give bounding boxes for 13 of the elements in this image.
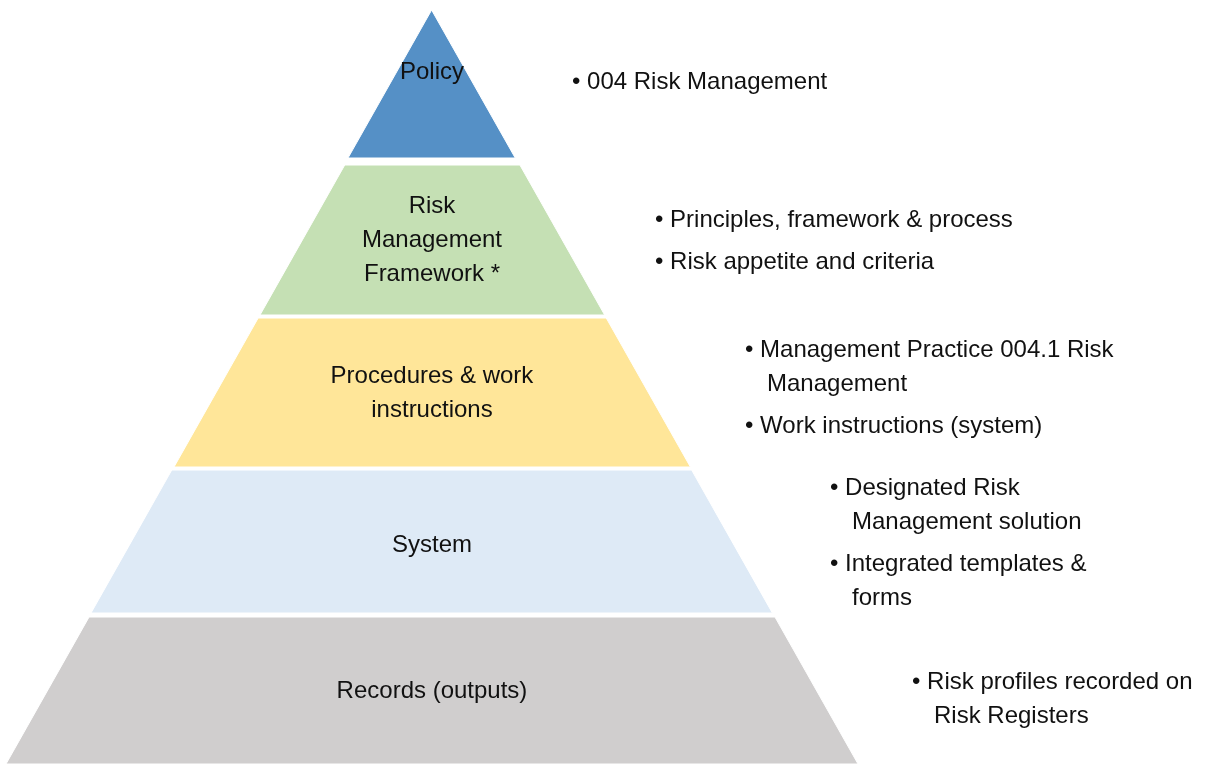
bullet-point: • Designated Risk Management solution	[830, 472, 1083, 536]
bullet-point: • 004 Risk Management	[572, 66, 829, 96]
bullet-point: • Integrated templates & forms	[830, 548, 1088, 612]
bullet-point: • Management Practice 004.1 Risk Management	[745, 334, 1115, 398]
tier-label: Records (outputs)	[335, 675, 529, 705]
tier-label: System	[390, 529, 473, 559]
tier-label: Risk Management Framework *	[360, 190, 504, 288]
bullet-point: • Risk profiles recorded on Risk Registers	[912, 666, 1194, 730]
bullet-point: • Risk appetite and criteria	[655, 246, 936, 276]
bullet-point: • Principles, framework & process	[655, 204, 1014, 234]
bullet-point: • Work instructions (system)	[745, 410, 1044, 440]
tier-label: Policy	[398, 56, 465, 86]
tier-label: Procedures & work instructions	[329, 360, 535, 424]
